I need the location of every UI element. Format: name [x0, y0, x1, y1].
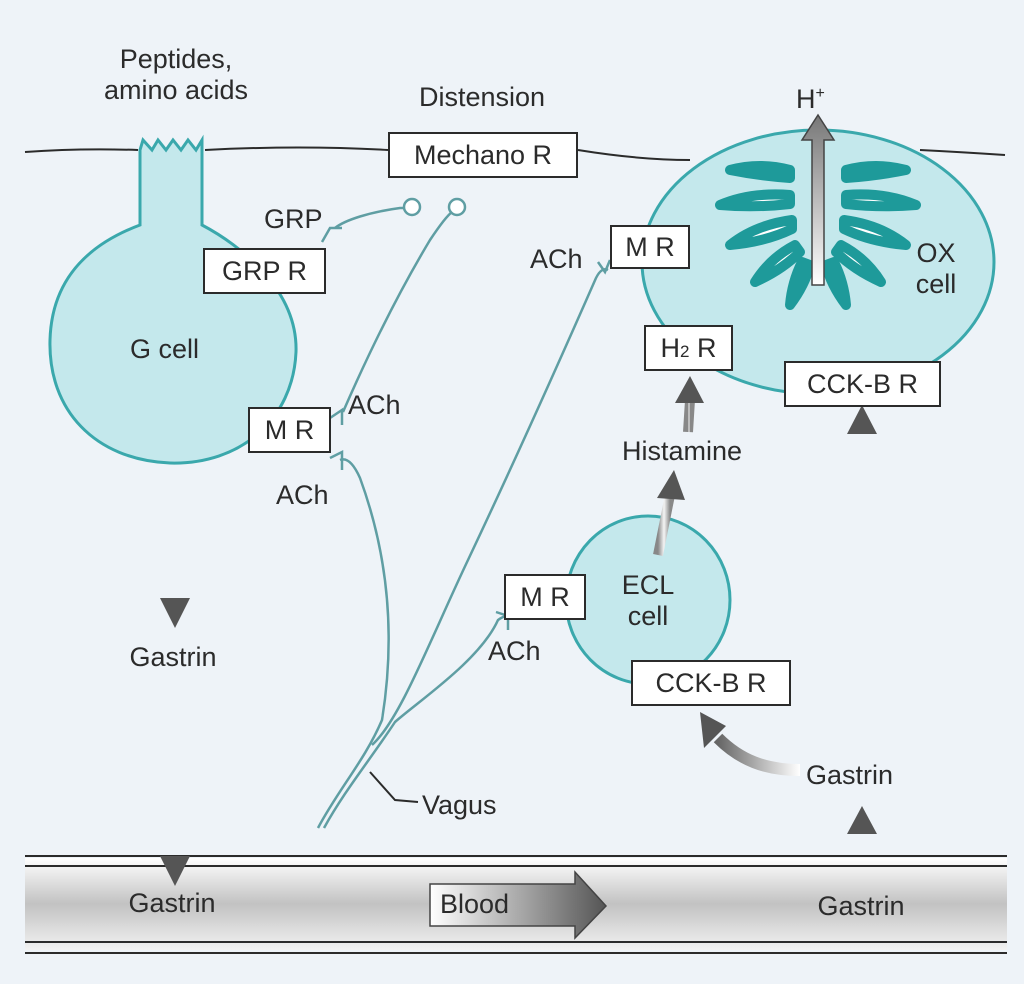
- ach-g-cell-lower-label: ACh: [276, 480, 329, 510]
- ox-cell-label-line2: cell: [915, 269, 957, 300]
- peptides-label-line2: amino acids: [103, 75, 249, 106]
- ox-cell-label-line1: OX: [916, 238, 956, 268]
- g-cell-body: [48, 134, 298, 465]
- gastrin-to-ecl-cck-arrowhead: [700, 712, 726, 748]
- histamine-to-h2-arrowhead: [675, 376, 704, 403]
- histamine-label: Histamine: [621, 436, 743, 466]
- gastrin-to-ecl-cck-arrow: [713, 733, 801, 776]
- gastrin-blood-left-label: Gastrin: [128, 888, 216, 918]
- gastrin-to-blood-arrowhead: [160, 856, 190, 886]
- h-plus-superscript: +: [815, 85, 825, 102]
- vagus-nerve-fibers: [316, 206, 609, 829]
- ox-cell-label: OX cell: [916, 238, 957, 300]
- gastrin-right-upper-label: Gastrin: [806, 760, 894, 790]
- vagus-leader-line: [369, 771, 419, 803]
- gastrin-blood-right-label: Gastrin: [817, 891, 905, 921]
- h2-receptor-text: H: [660, 332, 681, 363]
- nerve-endings: [402, 197, 467, 217]
- muscarinic-receptor-ecl-box: M R: [504, 574, 586, 620]
- blood-flow-arrow: [429, 870, 608, 940]
- h2-receptor-tail: R: [689, 332, 717, 363]
- g-cell-label: G cell: [130, 334, 200, 364]
- h-plus-text: H: [796, 84, 816, 114]
- mucosal-surface-line: [24, 146, 1006, 161]
- h-plus-secretion-arrow: [800, 113, 836, 286]
- ecl-to-histamine-arrow-shaft: [653, 494, 675, 556]
- ach-ox-label: ACh: [530, 244, 583, 274]
- muscarinic-receptor-g-cell-box: M R: [248, 407, 331, 453]
- peptides-amino-acids-label: Peptides, amino acids: [104, 44, 248, 106]
- ecl-cell-label-line1: ECL: [621, 570, 675, 600]
- cck-b-receptor-ecl-box: CCK-B R: [631, 660, 791, 706]
- mechano-receptor-box: Mechano R: [388, 132, 578, 178]
- gastrin-g-cell-label: Gastrin: [129, 642, 217, 672]
- vagus-label: Vagus: [422, 790, 497, 820]
- distension-label: Distension: [418, 82, 546, 112]
- g-cell-to-gastrin-arrowhead: [160, 598, 190, 628]
- ecl-to-histamine-arrowhead: [657, 470, 685, 500]
- ach-ecl-label: ACh: [488, 636, 541, 666]
- muscarinic-receptor-ox-box: M R: [610, 225, 690, 269]
- blood-label: Blood: [440, 889, 510, 919]
- grp-label: GRP: [264, 204, 323, 234]
- blood-gastrin-to-gastrin-arrowhead: [847, 806, 877, 834]
- ox-cell-canaliculi: [715, 161, 921, 310]
- peptides-label-line1: Peptides,: [119, 44, 233, 74]
- h2-receptor-subscript: 2: [680, 342, 690, 361]
- h-plus-label: H+: [796, 86, 825, 113]
- histamine-to-h2-arrow-shaft: [683, 399, 695, 433]
- grp-receptor-box: GRP R: [203, 248, 326, 294]
- gastrin-to-ox-cck-arrowhead: [847, 405, 877, 434]
- synaptic-terminals: [320, 226, 612, 630]
- ecl-cell-label: ECL cell: [622, 570, 675, 632]
- ach-g-cell-upper-label: ACh: [348, 390, 401, 420]
- ecl-cell-label-line2: cell: [627, 601, 669, 632]
- cck-b-receptor-ox-box: CCK-B R: [784, 361, 941, 407]
